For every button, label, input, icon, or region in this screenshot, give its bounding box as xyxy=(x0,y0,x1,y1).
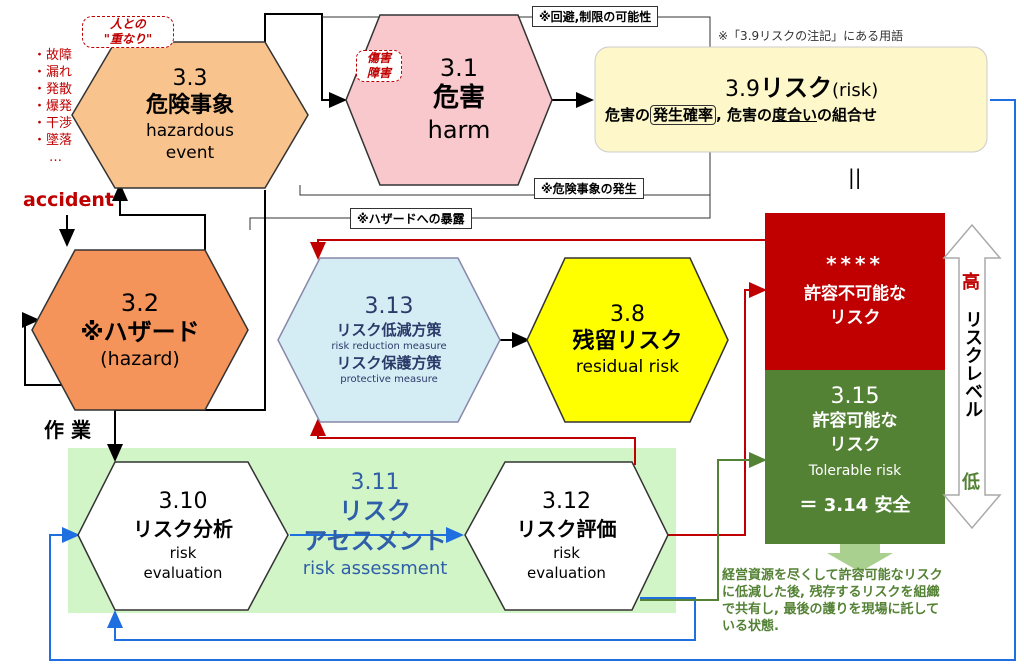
tolerable-label: 許容可能な リスク xyxy=(812,411,898,455)
hex-title-jp: 残留リスク xyxy=(572,329,683,354)
hex-title-en: harm xyxy=(427,116,491,144)
tolerable-risk: 3.15 許容可能な リスク Tolerable risk ＝ 3.14 安全 xyxy=(765,384,945,517)
hex-title-jp: ※ハザード xyxy=(80,318,200,346)
accident-item: ・爆発 xyxy=(33,99,73,114)
risk-def-text: 危害の xyxy=(605,106,651,124)
hex-title-en: risk reduction measure xyxy=(331,341,447,352)
hex-title-jp: 危害 xyxy=(432,83,485,113)
hex-number: 3.10 xyxy=(158,489,208,514)
callout-human-overlap: 人との "重なり" xyxy=(82,16,174,48)
residual-note: 経営資源を尽くして許容可能なリスク に低減した後, 残存するリスクを組織 で共有… xyxy=(722,568,943,634)
assessment-title-jp: アセスメント xyxy=(303,527,447,555)
hex-number: 3.8 xyxy=(609,302,645,327)
hex-title-en: risk xyxy=(169,544,197,562)
accident-list: ・故障 ・漏れ ・発散 ・爆発 ・干渉 ・墜落 … xyxy=(33,47,72,166)
hex-title-jp: リスク低減方策 xyxy=(336,321,442,339)
hex-title-jp: リスク保護方策 xyxy=(336,354,442,372)
hex-shape-3-8 xyxy=(526,257,729,423)
tolerable-number: 3.15 xyxy=(830,384,880,409)
hex-title-en: risk xyxy=(553,544,580,562)
hex-number: 3.13 xyxy=(364,294,414,319)
risk-assessment-label: 3.11 リスク アセスメント risk assessment xyxy=(285,470,465,582)
hex-risk-analysis: 3.10 リスク分析 risk evaluation xyxy=(78,462,288,610)
hex-residual-risk: 3.8 残留リスク residual risk xyxy=(527,258,728,422)
stars: **** xyxy=(826,252,884,276)
hex-title-en: protective measure xyxy=(340,374,438,385)
tolerable-bg xyxy=(765,370,945,544)
hex-title-en: evaluation xyxy=(527,564,606,582)
hex-number: 3.12 xyxy=(542,489,591,514)
risk-def-text: , 危害の xyxy=(716,106,772,124)
hex-shape-3-3 xyxy=(71,41,309,189)
equal-sign: || xyxy=(848,165,862,189)
hex-shape-3-2 xyxy=(31,249,249,411)
hex-number: 3.3 xyxy=(172,66,208,91)
hex-shape-3-10 xyxy=(77,461,289,611)
hex-title-en: residual risk xyxy=(575,357,680,377)
assessment-number: 3.11 xyxy=(350,470,400,495)
assessment-title-jp: リスク xyxy=(339,497,411,525)
hex-risk-evaluation: 3.12 リスク評価 risk evaluation xyxy=(465,462,668,610)
hex-title-jp: リスク評価 xyxy=(516,517,617,541)
hex-shape-3-12 xyxy=(464,461,669,611)
risk-title-en: (risk) xyxy=(832,80,879,101)
tolerable-label-en: Tolerable risk xyxy=(808,463,902,479)
risk-def-degree: 度合い xyxy=(771,106,817,124)
hex-title-jp: リスク分析 xyxy=(133,517,233,541)
hex-number: 3.2 xyxy=(120,289,160,317)
accident-label: accident xyxy=(23,189,114,211)
risk-title: 3.9リスク(risk) xyxy=(725,68,878,103)
intolerable-label: 許容不可能な リスク xyxy=(804,284,906,328)
work-label: 作 業 xyxy=(44,418,91,442)
tag-occurrence: ※危険事象の発生 xyxy=(534,178,644,199)
risk-def-probability: 発生確率 xyxy=(650,105,717,125)
accident-item: ・墜落 xyxy=(33,133,73,148)
hex-hazardous-event: 3.3 危険事象 hazardous event xyxy=(72,42,308,188)
hex-hazard: 3.2 ※ハザード (hazard) xyxy=(32,250,248,410)
callout-injury: 傷害 障害 xyxy=(356,50,402,82)
tag-exposure: ※ハザードへの暴露 xyxy=(350,208,472,229)
hex-title-en: hazardous xyxy=(145,121,235,141)
hex-shape-3-13 xyxy=(277,257,501,423)
down-arrow xyxy=(827,543,893,572)
level-axis-label: リスクレベル xyxy=(962,310,983,418)
hex-title-jp: 危険事象 xyxy=(145,93,234,118)
accident-item: … xyxy=(49,150,62,165)
tag-avoidance: ※回避,制限の可能性 xyxy=(532,6,659,27)
risk-number: 3.9 xyxy=(725,77,760,102)
intolerable-bg xyxy=(765,213,945,370)
intolerable-risk: **** 許容不可能な リスク xyxy=(765,252,945,330)
hex-harm: 3.1 危害 harm xyxy=(346,15,552,185)
hex-number: 3.1 xyxy=(439,54,479,82)
level-high: 高 xyxy=(962,272,980,293)
level-low: 低 xyxy=(962,472,980,493)
risk-definition: 危害の発生確率, 危害の度合いの組合せ xyxy=(605,104,877,125)
accident-item: ・故障 xyxy=(33,48,73,63)
accident-item: ・干渉 xyxy=(33,116,73,131)
accident-item: ・発散 xyxy=(33,82,73,97)
risk-note: ※「3.9リスクの注記」にある用語 xyxy=(718,29,904,43)
risk-box-bg xyxy=(594,46,988,153)
level-double-arrow xyxy=(942,223,1002,530)
hex-title-en: (hazard) xyxy=(100,348,180,370)
hex-title-en: event xyxy=(165,143,215,163)
accident-item: ・漏れ xyxy=(33,65,73,80)
risk-def-text: の組合せ xyxy=(816,106,877,124)
hex-title-en: evaluation xyxy=(143,564,223,582)
safety-label: ＝ 3.14 安全 xyxy=(799,495,911,516)
risk-title-jp: リスク xyxy=(760,74,832,102)
assessment-title-en: risk assessment xyxy=(302,558,448,579)
hex-risk-reduction: 3.13 リスク低減方策 risk reduction measure リスク保… xyxy=(278,258,500,422)
